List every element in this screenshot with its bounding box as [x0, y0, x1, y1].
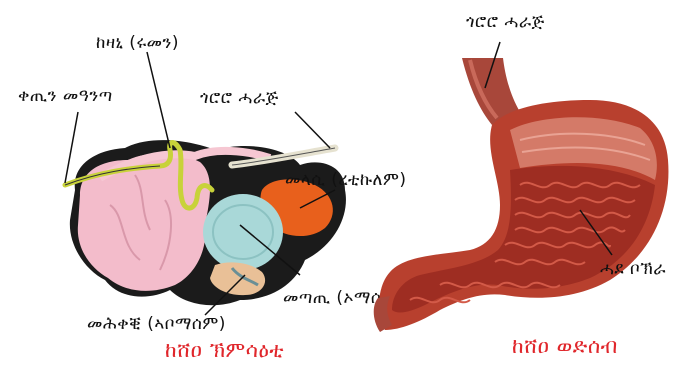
caption-human: ከሸዐ ወድሰብ [512, 336, 618, 357]
label-inner-wall: ሓደ ቦኽራ [600, 261, 666, 278]
label-esophagus-right: ጎሮሮ ሓራጅ [466, 14, 545, 31]
